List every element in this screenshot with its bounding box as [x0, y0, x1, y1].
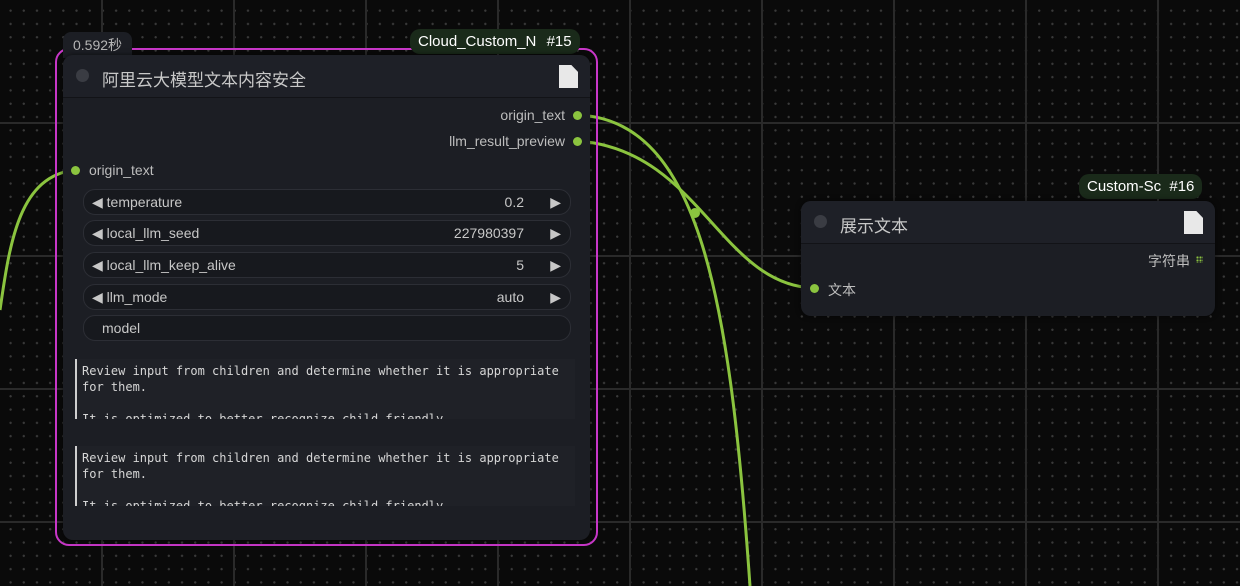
node-id: #15 — [546, 33, 572, 50]
node-15-badge: Cloud_Custom_N #15 — [410, 29, 580, 54]
decrement-arrow-icon[interactable]: ◀ local_llm_seed — [92, 225, 200, 241]
prompt-textarea-1[interactable]: Review input from children and determine… — [75, 359, 575, 419]
execution-time: 0.592秒 — [63, 32, 133, 58]
increment-arrow-icon[interactable]: ▶ — [550, 225, 561, 241]
widget-label: model — [102, 320, 141, 336]
widget-local-llm-seed[interactable]: ◀ local_llm_seed 227980397 ▶ — [83, 220, 571, 246]
node-class-name: Cloud_Custom_N — [418, 33, 537, 50]
widget-value: 5 — [516, 257, 524, 273]
node-16-badge: Custom-Sc #16 — [1079, 174, 1203, 199]
wire-origin-text-out — [577, 113, 752, 586]
node-title: 展示文本 — [840, 217, 908, 236]
node-selection-outline — [55, 48, 598, 546]
collapse-dot[interactable] — [76, 69, 89, 82]
document-icon[interactable] — [559, 65, 578, 88]
widget-label: local_llm_seed — [106, 225, 200, 241]
widget-local-llm-keep-alive[interactable]: ◀ local_llm_keep_alive 5 ▶ — [83, 252, 571, 278]
output-origin-text-dot[interactable] — [573, 111, 582, 120]
document-icon[interactable] — [1184, 211, 1203, 234]
node-show-text[interactable]: 展示文本 字符串 文本 — [801, 201, 1215, 316]
output-string-label: 字符串 — [1148, 253, 1190, 269]
widget-label: temperature — [106, 194, 183, 210]
input-text-label: 文本 — [828, 282, 856, 298]
widget-value: auto — [496, 289, 524, 305]
widget-value: 227980397 — [453, 225, 524, 241]
input-origin-text-label: origin_text — [89, 162, 154, 178]
output-grid-icon[interactable] — [1196, 256, 1203, 263]
decrement-arrow-icon[interactable]: ◀ temperature — [92, 194, 183, 210]
prompt-textarea-2[interactable]: Review input from children and determine… — [75, 446, 575, 506]
node-id: #16 — [1169, 178, 1195, 195]
node-titlebar[interactable]: 展示文本 — [801, 201, 1215, 244]
wire-llm-preview-to-text — [577, 139, 815, 290]
widget-label: llm_mode — [106, 289, 168, 305]
widget-label: local_llm_keep_alive — [106, 257, 236, 273]
node-title: 阿里云大模型文本内容安全 — [102, 71, 306, 90]
output-origin-text-label: origin_text — [500, 107, 565, 123]
wire-reroute-dot[interactable] — [690, 208, 700, 218]
wire-incoming-origin-text — [0, 168, 77, 311]
node-class-name: Custom-Sc — [1087, 178, 1162, 195]
output-llm-result-preview-dot[interactable] — [573, 137, 582, 146]
increment-arrow-icon[interactable]: ▶ — [550, 257, 561, 273]
increment-arrow-icon[interactable]: ▶ — [550, 289, 561, 305]
widget-model[interactable]: model — [83, 315, 571, 341]
output-llm-result-preview-label: llm_result_preview — [449, 133, 565, 149]
decrement-arrow-icon[interactable]: ◀ llm_mode — [92, 289, 168, 305]
node-titlebar[interactable]: 阿里云大模型文本内容安全 — [63, 55, 590, 98]
input-text-dot[interactable] — [810, 284, 819, 293]
decrement-arrow-icon[interactable]: ◀ local_llm_keep_alive — [92, 257, 236, 273]
node-aliyun-text-moderation[interactable]: 阿里云大模型文本内容安全 origin_text llm_result_prev… — [63, 55, 590, 540]
collapse-dot[interactable] — [814, 215, 827, 228]
input-origin-text-dot[interactable] — [71, 166, 80, 175]
widget-value: 0.2 — [504, 194, 524, 210]
widget-llm-mode[interactable]: ◀ llm_mode auto ▶ — [83, 284, 571, 310]
increment-arrow-icon[interactable]: ▶ — [550, 194, 561, 210]
widget-temperature[interactable]: ◀ temperature 0.2 ▶ — [83, 189, 571, 215]
